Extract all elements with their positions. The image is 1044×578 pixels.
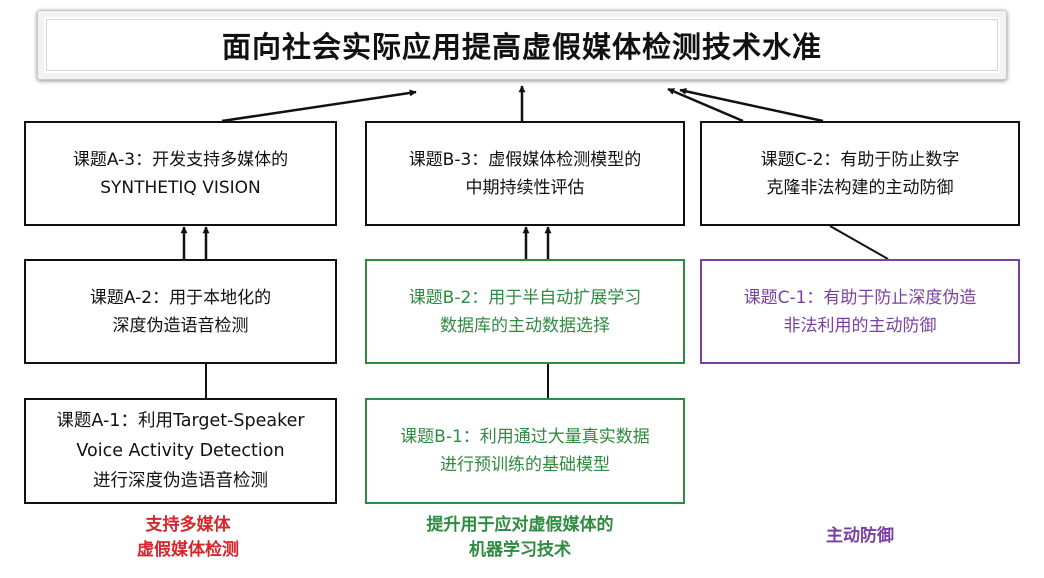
task-box-c2: 课题C-2：有助于防止数字 克隆非法构建的主动防御 bbox=[700, 121, 1020, 226]
task-box-a1: 课题A-1：利用Target-Speaker Voice Activity De… bbox=[24, 398, 337, 504]
task-a3-line2: SYNTHETIQ VISION bbox=[100, 177, 261, 198]
task-c1-line2: 非法利用的主动防御 bbox=[783, 315, 937, 336]
task-b3-line1: 课题B-3：虚假媒体检测模型的 bbox=[408, 149, 642, 170]
arrow-c2-to-title-1 bbox=[667, 87, 744, 123]
task-b3-line2: 中期持续性评估 bbox=[465, 177, 585, 198]
arrow-c2-to-title-2 bbox=[679, 87, 824, 123]
task-c2-line1: 课题C-2：有助于防止数字 bbox=[760, 149, 960, 170]
goal-title-box: 面向社会实际应用提高虚假媒体检测技术水准 bbox=[37, 10, 1007, 80]
task-b1-line2: 进行预训练的基础模型 bbox=[440, 455, 610, 475]
task-box-b2: 课题B-2：用于半自动扩展学习 数据库的主动数据选择 bbox=[365, 259, 685, 364]
category-label-b: 提升用于应对虚假媒体的 机器学习技术 bbox=[370, 513, 670, 563]
task-box-a2: 课题A-2：用于本地化的 深度伪造语音检测 bbox=[24, 259, 337, 364]
category-c-line1: 主动防御 bbox=[826, 526, 894, 546]
task-b2-line1: 课题B-2：用于半自动扩展学习 bbox=[408, 287, 642, 308]
task-a1-line1: 课题A-1：利用Target-Speaker bbox=[56, 411, 305, 431]
goal-title: 面向社会实际应用提高虚假媒体检测技术水准 bbox=[221, 30, 822, 64]
category-b-line1: 提升用于应对虚假媒体的 bbox=[426, 515, 614, 535]
task-a1-line3: 进行深度伪造语音检测 bbox=[93, 471, 268, 491]
arrow-a3-to-title bbox=[221, 89, 417, 123]
category-b-line2: 机器学习技术 bbox=[469, 540, 571, 560]
category-label-c: 主动防御 bbox=[800, 524, 920, 549]
task-box-b1: 课题B-1：利用通过大量真实数据 进行预训练的基础模型 bbox=[365, 398, 685, 504]
task-b2-line2: 数据库的主动数据选择 bbox=[440, 315, 610, 336]
task-b1-line1: 课题B-1：利用通过大量真实数据 bbox=[400, 427, 650, 447]
task-c1-line1: 课题C-1：有助于防止深度伪造 bbox=[743, 287, 977, 308]
task-box-b3: 课题B-3：虚假媒体检测模型的 中期持续性评估 bbox=[365, 121, 685, 226]
task-a2-line2: 深度伪造语音检测 bbox=[112, 315, 249, 336]
category-a-line1: 支持多媒体 bbox=[145, 515, 231, 535]
category-label-a: 支持多媒体 虚假媒体检测 bbox=[108, 513, 268, 563]
task-a3-line1: 课题A-3：开发支持多媒体的 bbox=[72, 149, 289, 170]
goal-title-inner: 面向社会实际应用提高虚假媒体检测技术水准 bbox=[46, 19, 998, 71]
task-a1-line2: Voice Activity Detection bbox=[76, 441, 285, 461]
category-a-line2: 虚假媒体检测 bbox=[137, 540, 239, 560]
line-c1-to-c2 bbox=[829, 225, 889, 260]
task-box-c1: 课题C-1：有助于防止深度伪造 非法利用的主动防御 bbox=[700, 259, 1020, 364]
task-box-a3: 课题A-3：开发支持多媒体的 SYNTHETIQ VISION bbox=[24, 121, 337, 226]
task-a2-line1: 课题A-2：用于本地化的 bbox=[89, 287, 272, 308]
task-c2-line2: 克隆非法构建的主动防御 bbox=[766, 177, 954, 198]
